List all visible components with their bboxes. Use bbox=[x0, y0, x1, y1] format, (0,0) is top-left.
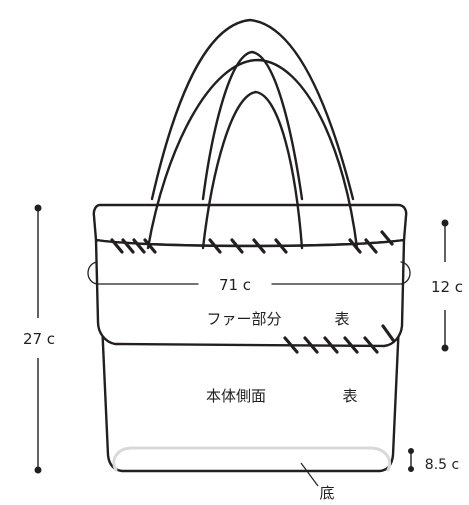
fur-part-label: ファー部分 bbox=[206, 310, 281, 328]
total-height-label: 27 c bbox=[23, 330, 55, 348]
total-height-bottom-dot bbox=[34, 466, 42, 474]
fur-height-top-dot bbox=[441, 219, 449, 227]
back-handle bbox=[150, 18, 355, 201]
front-handle-inner bbox=[201, 90, 304, 250]
bottom-leader-line bbox=[300, 462, 319, 487]
body-side-label: 本体側面 bbox=[206, 387, 266, 405]
circumference-left-arc bbox=[87, 261, 98, 285]
total-height-top-dot bbox=[34, 204, 42, 212]
fur-height-label: 12 c bbox=[431, 278, 463, 296]
bottom-band bbox=[112, 446, 392, 472]
stitch-marks-top bbox=[110, 230, 394, 254]
front-handle bbox=[146, 58, 359, 250]
bottom-label: 底 bbox=[319, 484, 334, 502]
body-face-label: 表 bbox=[342, 387, 357, 405]
fur-height-bottom-dot bbox=[441, 344, 449, 352]
bottom-height-label: 8.5 c bbox=[425, 457, 459, 473]
back-handle-inner bbox=[201, 50, 304, 201]
stitch-marks-bottom bbox=[283, 324, 395, 354]
fur-band-front bbox=[94, 238, 406, 348]
fur-side-label: 表 bbox=[334, 310, 349, 328]
bottom-height-bottom-dot bbox=[408, 466, 414, 472]
bottom-height-top-dot bbox=[408, 448, 414, 454]
circumference-right-arc bbox=[400, 261, 411, 285]
fur-band-top bbox=[92, 203, 408, 248]
circumference-label: 71 c bbox=[219, 276, 251, 294]
